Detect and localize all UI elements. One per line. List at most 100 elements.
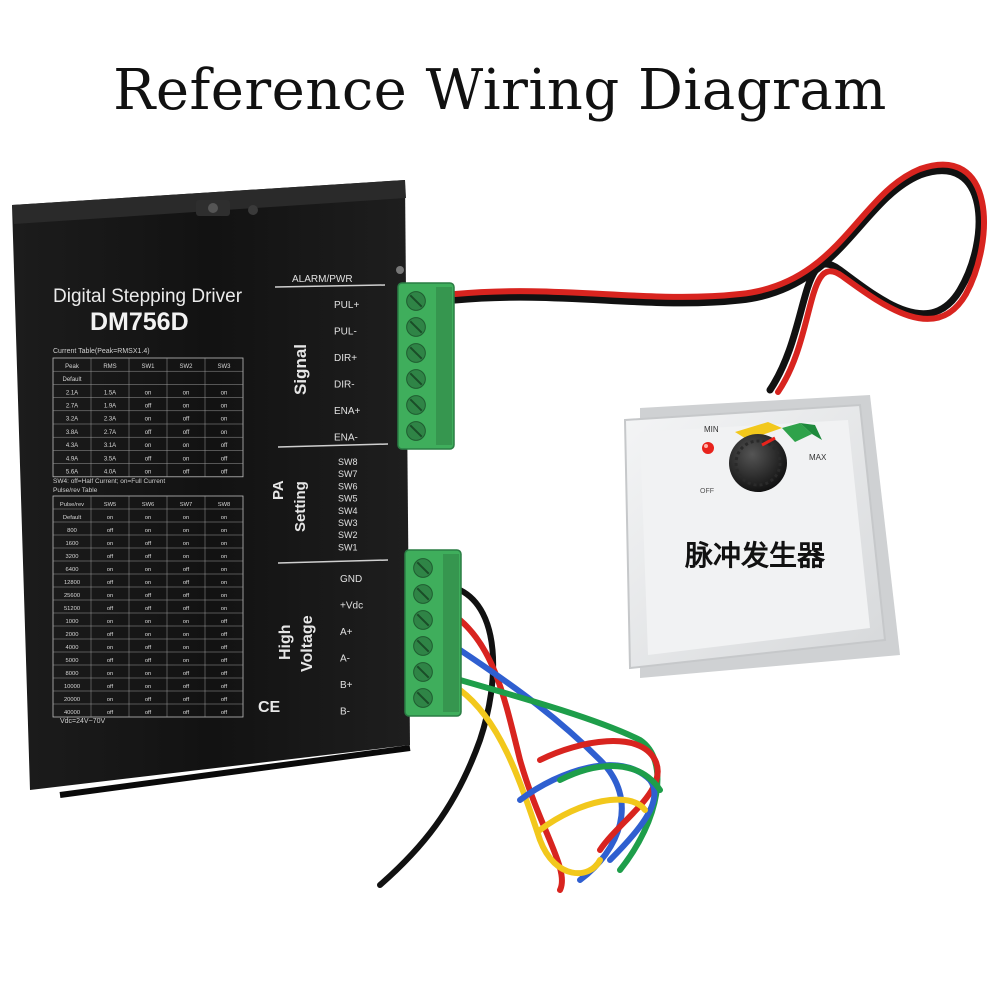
power-pin-label: +Vdc bbox=[340, 601, 363, 612]
table-frame bbox=[52, 357, 244, 478]
table-cell: 3200 bbox=[66, 554, 79, 560]
table-cell: off bbox=[221, 658, 228, 664]
terminal-side bbox=[443, 554, 459, 712]
table-cell: SW3 bbox=[217, 364, 231, 370]
pulse-table-caption: Pulse/rev Table bbox=[53, 487, 98, 494]
table-cell: on bbox=[183, 632, 189, 638]
table-cell: on bbox=[221, 593, 227, 599]
table-cell: on bbox=[145, 580, 151, 586]
table-cell: off bbox=[183, 593, 190, 599]
table-cell: on bbox=[145, 632, 151, 638]
table-cell: off bbox=[145, 658, 152, 664]
alarm-label: ALARM/PWR bbox=[292, 274, 353, 285]
table-cell: on bbox=[183, 658, 189, 664]
switch-label: SW4 bbox=[338, 506, 358, 516]
table-cell: on bbox=[107, 697, 113, 703]
table-cell: on bbox=[183, 515, 189, 521]
table-cell: off bbox=[183, 580, 190, 586]
signal-pin-label: DIR- bbox=[334, 380, 355, 391]
table-cell: on bbox=[145, 619, 151, 625]
screw-slot bbox=[409, 398, 423, 412]
table-cell: on bbox=[183, 443, 190, 449]
screw-slot bbox=[416, 665, 430, 679]
off-label: OFF bbox=[700, 488, 714, 495]
speed-knob[interactable] bbox=[729, 434, 787, 492]
screw-slot bbox=[416, 639, 430, 653]
table-frame bbox=[52, 495, 244, 718]
table-cell: on bbox=[221, 606, 227, 612]
table-cell: 4.0A bbox=[104, 470, 116, 476]
table-cell: 4.3A bbox=[66, 443, 78, 449]
table-cell: SW2 bbox=[179, 364, 193, 370]
signal-pin-label: DIR+ bbox=[334, 353, 357, 364]
power-pin-label: GND bbox=[340, 574, 362, 585]
table-cell: 40000 bbox=[64, 710, 80, 716]
table-cell: 2.3A bbox=[104, 417, 116, 423]
screw-slot bbox=[416, 587, 430, 601]
table-cell: 3.5A bbox=[104, 456, 116, 462]
max-label: MAX bbox=[809, 453, 827, 462]
table-cell: on bbox=[183, 528, 189, 534]
signal-pin-label: PUL- bbox=[334, 327, 357, 338]
setting-group-label-1: PA bbox=[270, 480, 287, 500]
switch-label: SW7 bbox=[338, 469, 358, 479]
screw-slot bbox=[409, 346, 423, 360]
table-cell: on bbox=[221, 554, 227, 560]
table-cell: on bbox=[221, 528, 227, 534]
table-cell: on bbox=[107, 541, 113, 547]
table-cell: on bbox=[183, 456, 190, 462]
table-cell: off bbox=[221, 456, 228, 462]
table-cell: off bbox=[145, 554, 152, 560]
table-cell: on bbox=[107, 567, 113, 573]
page-title: Reference Wiring Diagram bbox=[113, 58, 887, 123]
table-cell: on bbox=[145, 390, 152, 396]
table-cell: 6400 bbox=[66, 567, 79, 573]
table-cell: 2000 bbox=[66, 632, 79, 638]
table-cell: 8000 bbox=[66, 671, 79, 677]
motor-wires bbox=[377, 587, 663, 893]
signal-pin-label: PUL+ bbox=[334, 300, 359, 311]
table-cell: Pulse/rev bbox=[60, 502, 84, 508]
table-cell: 3.1A bbox=[104, 443, 116, 449]
power-pin-label: A- bbox=[340, 654, 350, 665]
table-cell: 12800 bbox=[64, 580, 80, 586]
table-cell: Peak bbox=[65, 364, 80, 370]
table-cell: off bbox=[183, 606, 190, 612]
table-cell: off bbox=[107, 606, 114, 612]
power-led-icon bbox=[702, 442, 714, 454]
table-cell: on bbox=[107, 619, 113, 625]
table-cell: on bbox=[145, 515, 151, 521]
signal-group-label: Signal bbox=[291, 344, 310, 395]
table-cell: off bbox=[221, 443, 228, 449]
screw-slot bbox=[409, 294, 423, 308]
table-cell: on bbox=[183, 619, 189, 625]
table-cell: 10000 bbox=[64, 684, 80, 690]
table-cell: 20000 bbox=[64, 697, 80, 703]
table-cell: off bbox=[107, 554, 114, 560]
power-pin-label: A+ bbox=[340, 627, 353, 638]
table-cell: off bbox=[183, 417, 190, 423]
alarm-led-icon bbox=[396, 266, 404, 274]
table-cell: on bbox=[221, 404, 228, 410]
table-cell: 800 bbox=[67, 528, 77, 534]
table-cell: off bbox=[183, 567, 190, 573]
table-cell: on bbox=[221, 390, 228, 396]
table-cell: on bbox=[221, 515, 227, 521]
screw-slot bbox=[409, 424, 423, 438]
table-cell: on bbox=[107, 645, 113, 651]
table-cell: SW7 bbox=[180, 502, 193, 508]
screw-slot bbox=[416, 613, 430, 627]
table-cell: on bbox=[183, 390, 190, 396]
signal-pin-labels: PUL+PUL-DIR+DIR-ENA+ENA- bbox=[334, 300, 361, 444]
table-cell: off bbox=[145, 593, 152, 599]
table-cell: on bbox=[145, 528, 151, 534]
table-cell: 51200 bbox=[64, 606, 80, 612]
table-cell: off bbox=[183, 671, 190, 677]
table-cell: on bbox=[145, 443, 152, 449]
table-cell: on bbox=[221, 541, 227, 547]
switch-label: SW8 bbox=[338, 457, 358, 467]
table-cell: on bbox=[145, 684, 151, 690]
screw-slot bbox=[409, 320, 423, 334]
